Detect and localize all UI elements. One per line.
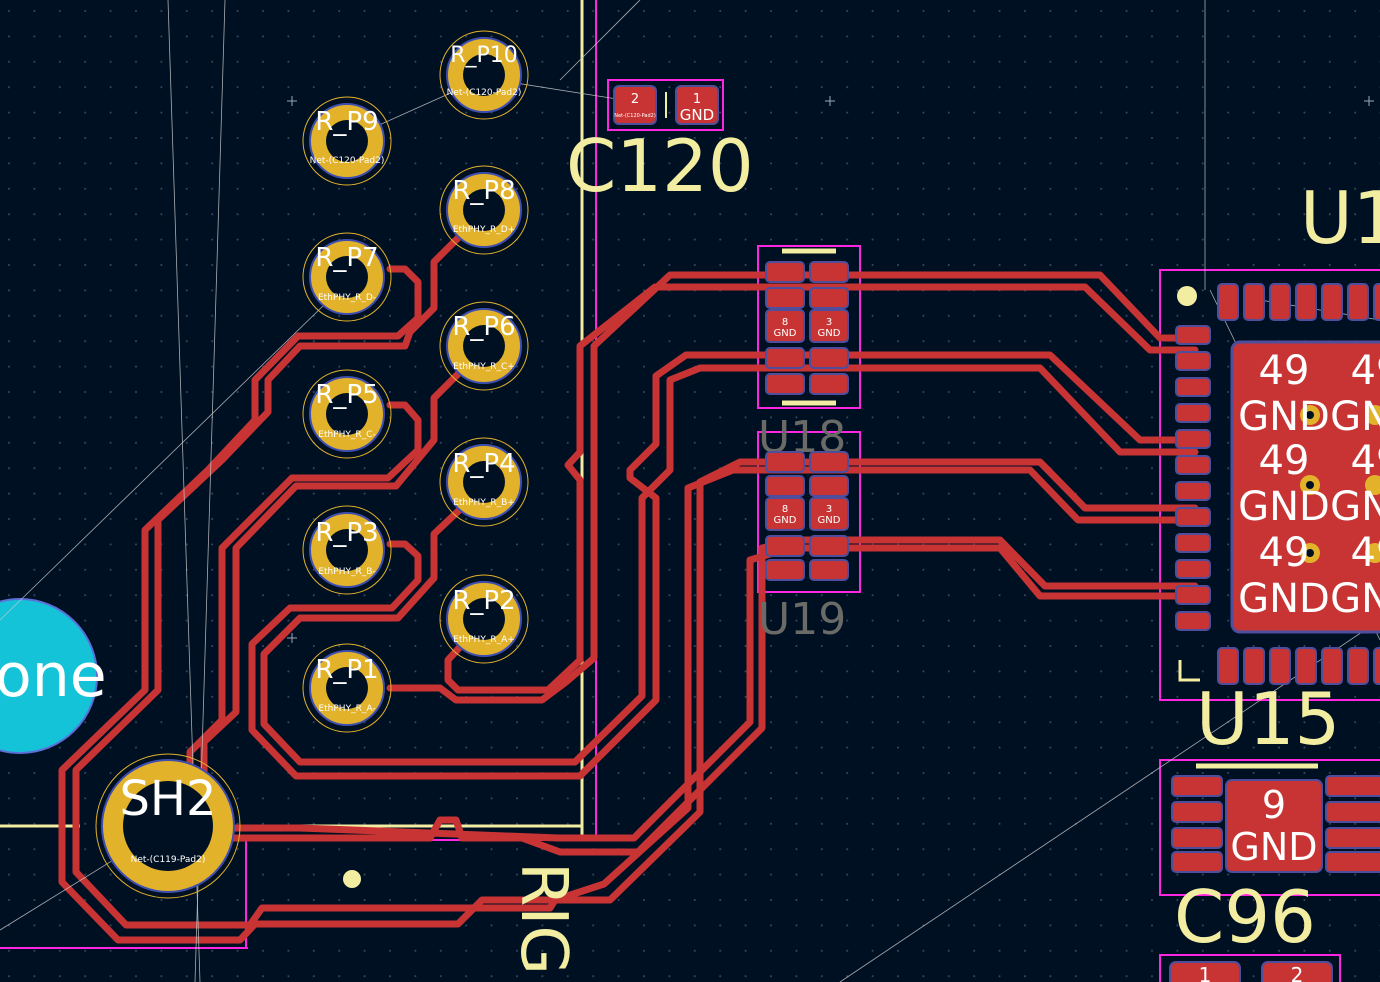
pad-name: R_P9 xyxy=(315,107,378,137)
u19-pad-3[interactable] xyxy=(809,497,849,531)
pad-net: EthPHY_R_B- xyxy=(318,567,375,577)
u1-reference: U1 xyxy=(1300,176,1380,260)
pad-r-p1[interactable]: R_P1 EthPHY_R_A- xyxy=(302,643,392,733)
u1-thermal-vias xyxy=(1300,405,1380,563)
pad-net: EthPHY_R_C+ xyxy=(453,362,515,372)
c96-pad1[interactable] xyxy=(1169,961,1241,982)
u1-pad-labels: 49 GND 49 GND 49 GND 49 GND 49 GND 49 GN… xyxy=(1238,348,1380,622)
pad-net: EthPHY_R_D- xyxy=(318,293,376,303)
u15-pad-number: 9 xyxy=(1262,783,1286,827)
u1-pad-number: 49 xyxy=(1351,438,1380,484)
u15-reference: U15 xyxy=(1196,677,1340,761)
zone-label: one xyxy=(0,641,107,711)
c120-reference: C120 xyxy=(566,124,754,208)
u1-bottom-pins xyxy=(1217,647,1380,685)
c120-pad1-net: GND xyxy=(680,106,714,124)
pad-name: R_P3 xyxy=(315,518,378,548)
u1-pad-number: 49 xyxy=(1259,438,1310,484)
pad-name: R_P10 xyxy=(450,43,518,68)
pad-net: EthPHY_R_D+ xyxy=(453,225,515,235)
u19-pad-b-net: GND xyxy=(818,515,841,526)
zone-circle xyxy=(0,598,98,754)
pad-name: SH2 xyxy=(119,771,216,827)
u18-pad-3[interactable] xyxy=(809,309,849,343)
u1-pad-net: GND xyxy=(1238,394,1330,440)
c96-pad2-number: 2 xyxy=(1291,963,1304,982)
component-u1[interactable]: 49 GND 49 GND 49 GND 49 GND 49 GND 49 GN… xyxy=(1175,283,1380,685)
u1-pad-net: GND xyxy=(1330,576,1380,622)
pad-r-p9[interactable]: R_P9 Net-(C120-Pad2) xyxy=(302,96,392,186)
u19-pad-b-number: 3 xyxy=(826,504,832,515)
u18-pad-a-net: GND xyxy=(774,328,797,339)
pad-net: EthPHY_R_A+ xyxy=(453,635,515,645)
pad-r-p7[interactable]: R_P7 EthPHY_R_D- xyxy=(302,232,392,322)
u18-pad-b-number: 3 xyxy=(826,317,832,328)
u19-pad-a-number: 8 xyxy=(782,504,788,515)
component-c96[interactable]: C96 1 2 xyxy=(1169,875,1333,982)
u18-pad-a-number: 8 xyxy=(782,317,788,328)
pad-name: R_P2 xyxy=(452,586,515,616)
u1-pad-number: 49 xyxy=(1351,530,1380,576)
u1-left-pins xyxy=(1175,325,1211,631)
pad-net: EthPHY_R_A- xyxy=(318,704,375,714)
c96-reference: C96 xyxy=(1174,875,1316,959)
edge-label: RIG xyxy=(506,862,580,975)
c120-pad1-number: 1 xyxy=(693,92,701,107)
u1-pad-net: GND xyxy=(1238,576,1330,622)
pad-net: Net-(C120-Pad2) xyxy=(447,88,522,98)
grid-origin-markers xyxy=(287,96,1374,643)
c120-pad2-net: Net-(C120-Pad2) xyxy=(614,113,656,119)
pad-name: R_P4 xyxy=(452,449,515,479)
pad-r-p3[interactable]: R_P3 EthPHY_R_B- xyxy=(302,505,392,595)
u1-pad-net: GND xyxy=(1330,394,1380,440)
pad-net: EthPHY_R_C- xyxy=(318,430,375,440)
pad-r-p2[interactable]: R_P2 EthPHY_R_A+ xyxy=(439,574,529,664)
u18-pad-b-net: GND xyxy=(818,328,841,339)
c120-pad1[interactable] xyxy=(675,85,719,125)
pad-net: Net-(C120-Pad2) xyxy=(310,156,385,166)
c120-pad2-number: 2 xyxy=(631,92,639,107)
u1-pad-number: 49 xyxy=(1351,348,1380,394)
pad-r-p5[interactable]: R_P5 EthPHY_R_C- xyxy=(302,369,392,459)
zone-marker[interactable]: one xyxy=(0,598,107,754)
component-c120[interactable]: 2 Net-(C120-Pad2) 1 GND C120 xyxy=(566,85,754,208)
c96-pad1-number: 1 xyxy=(1199,963,1212,982)
pad-r-p4[interactable]: R_P4 EthPHY_R_B+ xyxy=(439,437,529,527)
u15-exposed-pad[interactable] xyxy=(1225,779,1323,873)
pad-sh2[interactable]: SH2 Net-(C119-Pad2) xyxy=(95,753,241,899)
pad-net: Net-(C119-Pad2) xyxy=(131,855,206,865)
u19-pad-a-net: GND xyxy=(774,515,797,526)
u1-pad-net: GND xyxy=(1330,484,1380,530)
pad-name: R_P6 xyxy=(452,312,515,342)
u18-pad-8[interactable] xyxy=(765,309,805,343)
component-u19[interactable]: 8 GND 3 GND U19 xyxy=(758,451,849,645)
pad-name: R_P1 xyxy=(315,655,378,685)
u19-reference: U19 xyxy=(758,594,846,645)
pad-name: R_P7 xyxy=(315,243,378,273)
pad-r-p6[interactable]: R_P6 EthPHY_R_C+ xyxy=(439,301,529,391)
u1-pad-number: 49 xyxy=(1259,348,1310,394)
component-u15[interactable]: U15 9 GND xyxy=(1171,677,1380,873)
u1-top-pins xyxy=(1217,283,1380,321)
pad-r-p10[interactable]: R_P10 Net-(C120-Pad2) xyxy=(439,30,529,120)
u19-pad-8[interactable] xyxy=(765,497,805,531)
pad-name: R_P8 xyxy=(452,176,515,206)
u1-pad-number: 49 xyxy=(1259,530,1310,576)
c120-pad2[interactable] xyxy=(613,85,657,125)
copper-traces xyxy=(58,222,1199,944)
pad-name: R_P5 xyxy=(315,380,378,410)
pad-r-p8[interactable]: R_P8 EthPHY_R_D+ xyxy=(439,165,529,255)
u15-pad-net: GND xyxy=(1230,825,1317,869)
c96-pad2[interactable] xyxy=(1261,961,1333,982)
component-u18[interactable]: 8 GND 3 GND U18 xyxy=(758,248,849,463)
pad-net: EthPHY_R_B+ xyxy=(453,498,515,508)
u1-pad-net: GND xyxy=(1238,484,1330,530)
